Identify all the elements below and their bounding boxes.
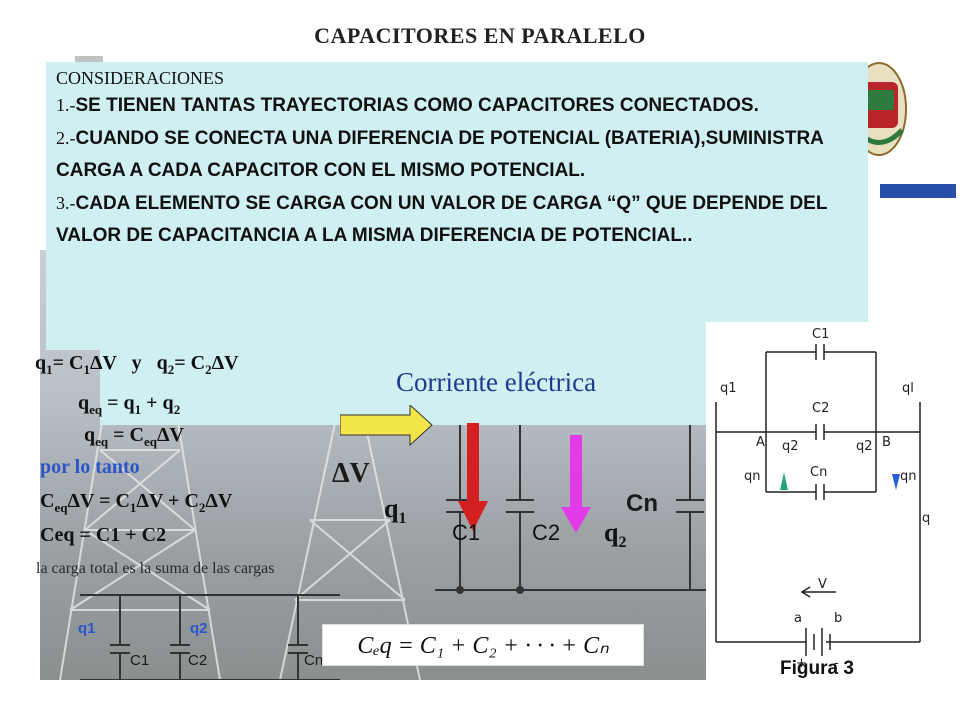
qeq-ceq-equation: qeq = CeqΔV	[84, 424, 184, 450]
yellow-arrow-icon	[340, 405, 433, 447]
accent-strip	[880, 184, 956, 198]
item-number: 1.-	[56, 95, 76, 115]
fig-b-small: b	[834, 611, 842, 626]
eq-symbol: = C	[108, 424, 144, 446]
figura-3-circuit: C1 C2 Cn A B q1 ql q2 q2 qn qn q V a b +…	[715, 327, 930, 671]
figura-3-panel: C1 C2 Cn A B q1 ql q2 q2 qn qn q V a b +…	[706, 322, 930, 682]
current-arrows	[340, 405, 591, 533]
fig-q-label: q	[922, 511, 930, 526]
eq-symbol: ΔV = C	[67, 490, 130, 512]
fig-q2-right: q2	[856, 439, 873, 454]
green-arrow-icon	[780, 472, 788, 490]
item-text: CADA ELEMENTO SE CARGA CON UN VALOR DE C…	[56, 193, 828, 246]
consideracion-item: 3.-CADA ELEMENTO SE CARGA CON UN VALOR D…	[56, 187, 858, 252]
q1-label: q1	[384, 494, 406, 528]
fig-cn-label: Cn	[810, 465, 827, 480]
carga-total-note: la carga total es la suma de las cargas	[36, 560, 275, 577]
magenta-arrow-shaft	[570, 435, 582, 507]
eq-subscript: 2	[167, 362, 175, 377]
eq-symbol: q	[156, 352, 168, 374]
item-number: 3.-	[56, 193, 76, 213]
q-subscript: 2	[618, 534, 627, 552]
eq-symbol: ΔV	[211, 352, 239, 374]
consideraciones-heading: CONSIDERACIONES	[56, 68, 225, 88]
fig-c2-label: C2	[812, 401, 829, 416]
item-text: CUANDO SE CONECTA UNA DIFERENCIA DE POTE…	[56, 128, 824, 181]
eq-symbol: + q	[141, 392, 174, 414]
formula-box	[100, 340, 710, 425]
small-q1-label: q1	[78, 620, 96, 637]
fig-a-small: a	[794, 611, 802, 626]
eq-symbol: = q	[102, 392, 135, 414]
consideracion-item: 1.-SE TIENEN TANTAS TRAYECTORIAS COMO CA…	[56, 89, 858, 122]
fig-a-label: A	[756, 435, 765, 450]
eq-connector: y	[131, 352, 142, 374]
figura-3-caption: Figura 3	[780, 658, 854, 679]
small-cn-label: Cn	[304, 652, 324, 669]
eq-symbol: C	[40, 490, 55, 512]
item-text: SE TIENEN TANTAS TRAYECTORIAS COMO CAPAC…	[75, 95, 759, 116]
ceq-general-formula: Cₑq = C₁ + C₂ + · · · + Cₙ	[322, 624, 644, 666]
eq-subscript: 1	[134, 402, 142, 417]
eq-subscript: 2	[173, 402, 181, 417]
ceq-sum-equation: Ceq = C1 + C2	[40, 524, 167, 546]
eq-subscript: 2	[205, 362, 212, 377]
page-title: CAPACITORES EN PARALELO	[314, 23, 646, 48]
ceq-dv-equation: CeqΔV = C1ΔV + C2ΔV	[40, 490, 232, 516]
eq-subscript: 1	[129, 500, 137, 515]
eq-symbol: q	[78, 392, 90, 414]
junction-dot	[456, 586, 464, 594]
fig-q2-left: q2	[782, 439, 799, 454]
delta-v-label: ΔV	[332, 458, 370, 489]
corriente-electrica-label: Corriente eléctrica	[396, 367, 597, 397]
junction-dot	[516, 586, 524, 594]
eq-subscript: eq	[95, 434, 109, 449]
fig-plus: +	[796, 656, 807, 671]
c1-label: C1	[452, 520, 481, 545]
eq-subscript: eq	[89, 402, 103, 417]
item-number: 2.-	[56, 128, 76, 148]
fig-q1-left: q1	[720, 381, 737, 396]
eq-subscript: 1	[83, 362, 90, 377]
small-c2-label: C2	[188, 652, 208, 669]
fig-b-label: B	[882, 435, 891, 450]
eq-symbol: = C	[52, 352, 84, 374]
fig-qn-left: qn	[744, 469, 761, 484]
q2-label: q2	[604, 518, 626, 552]
eq-symbol: q	[35, 352, 47, 374]
eq-symbol: = C	[174, 352, 206, 374]
fig-minus: -	[834, 656, 839, 671]
consideracion-item: 2.-CUANDO SE CONECTA UNA DIFERENCIA DE P…	[56, 122, 858, 187]
eq-subscript: 2	[198, 500, 206, 515]
q-subscript: 1	[398, 510, 407, 528]
small-c1-label: C1	[130, 652, 150, 669]
charge-equations: q1= C1ΔV y q2= C2ΔV	[35, 352, 239, 378]
eq-symbol: ΔV	[89, 352, 117, 374]
fig-c1-label: C1	[812, 327, 829, 342]
consideraciones-box: CONSIDERACIONES 1.-SE TIENEN TANTAS TRAY…	[46, 62, 868, 350]
por-lo-tanto: por lo tanto	[40, 456, 140, 478]
fig-v-label: V	[818, 577, 827, 592]
qeq-sum-equation: qeq = q1 + q2	[78, 392, 180, 418]
red-arrow-shaft	[467, 423, 479, 501]
eq-subscript: 1	[46, 362, 53, 377]
eq-symbol: ΔV	[205, 490, 233, 512]
q-symbol: q	[604, 518, 619, 547]
fig-qn-right: qn	[900, 469, 917, 484]
magenta-arrow-icon	[561, 507, 591, 533]
blue-arrow-icon	[892, 474, 900, 490]
small-q2-label: q2	[190, 620, 208, 637]
q-symbol: q	[384, 494, 399, 523]
c2-label: C2	[532, 520, 561, 545]
red-arrow-icon	[458, 501, 488, 531]
eq-subscript: eq	[143, 434, 157, 449]
fig-q1-right: ql	[902, 381, 914, 396]
eq-symbol: ΔV	[156, 424, 184, 446]
eq-symbol: ΔV + C	[136, 490, 199, 512]
eq-subscript: eq	[54, 500, 68, 515]
eq-symbol: q	[84, 424, 96, 446]
cn-label: Cn	[626, 490, 658, 517]
